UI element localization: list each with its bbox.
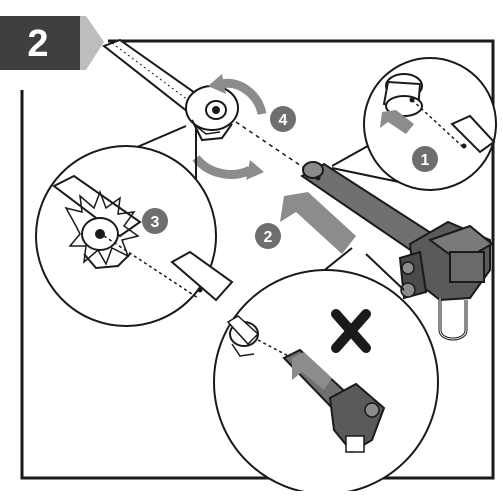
detail-circle-alignment [332, 58, 496, 190]
callout-1-label: 1 [421, 152, 430, 169]
callout-4: 4 [270, 106, 296, 132]
callout-4-label: 4 [279, 112, 288, 129]
callout-2: 2 [255, 223, 281, 249]
step-number-badge: 2 [0, 16, 104, 70]
shaft-coupler [186, 86, 238, 140]
callout-3: 3 [142, 208, 168, 234]
callout-3-label: 3 [151, 214, 160, 231]
detail-circle-pin [36, 126, 232, 326]
callout-1: 1 [412, 146, 438, 172]
step-number: 2 [27, 23, 48, 65]
callout-2-label: 2 [264, 229, 273, 246]
